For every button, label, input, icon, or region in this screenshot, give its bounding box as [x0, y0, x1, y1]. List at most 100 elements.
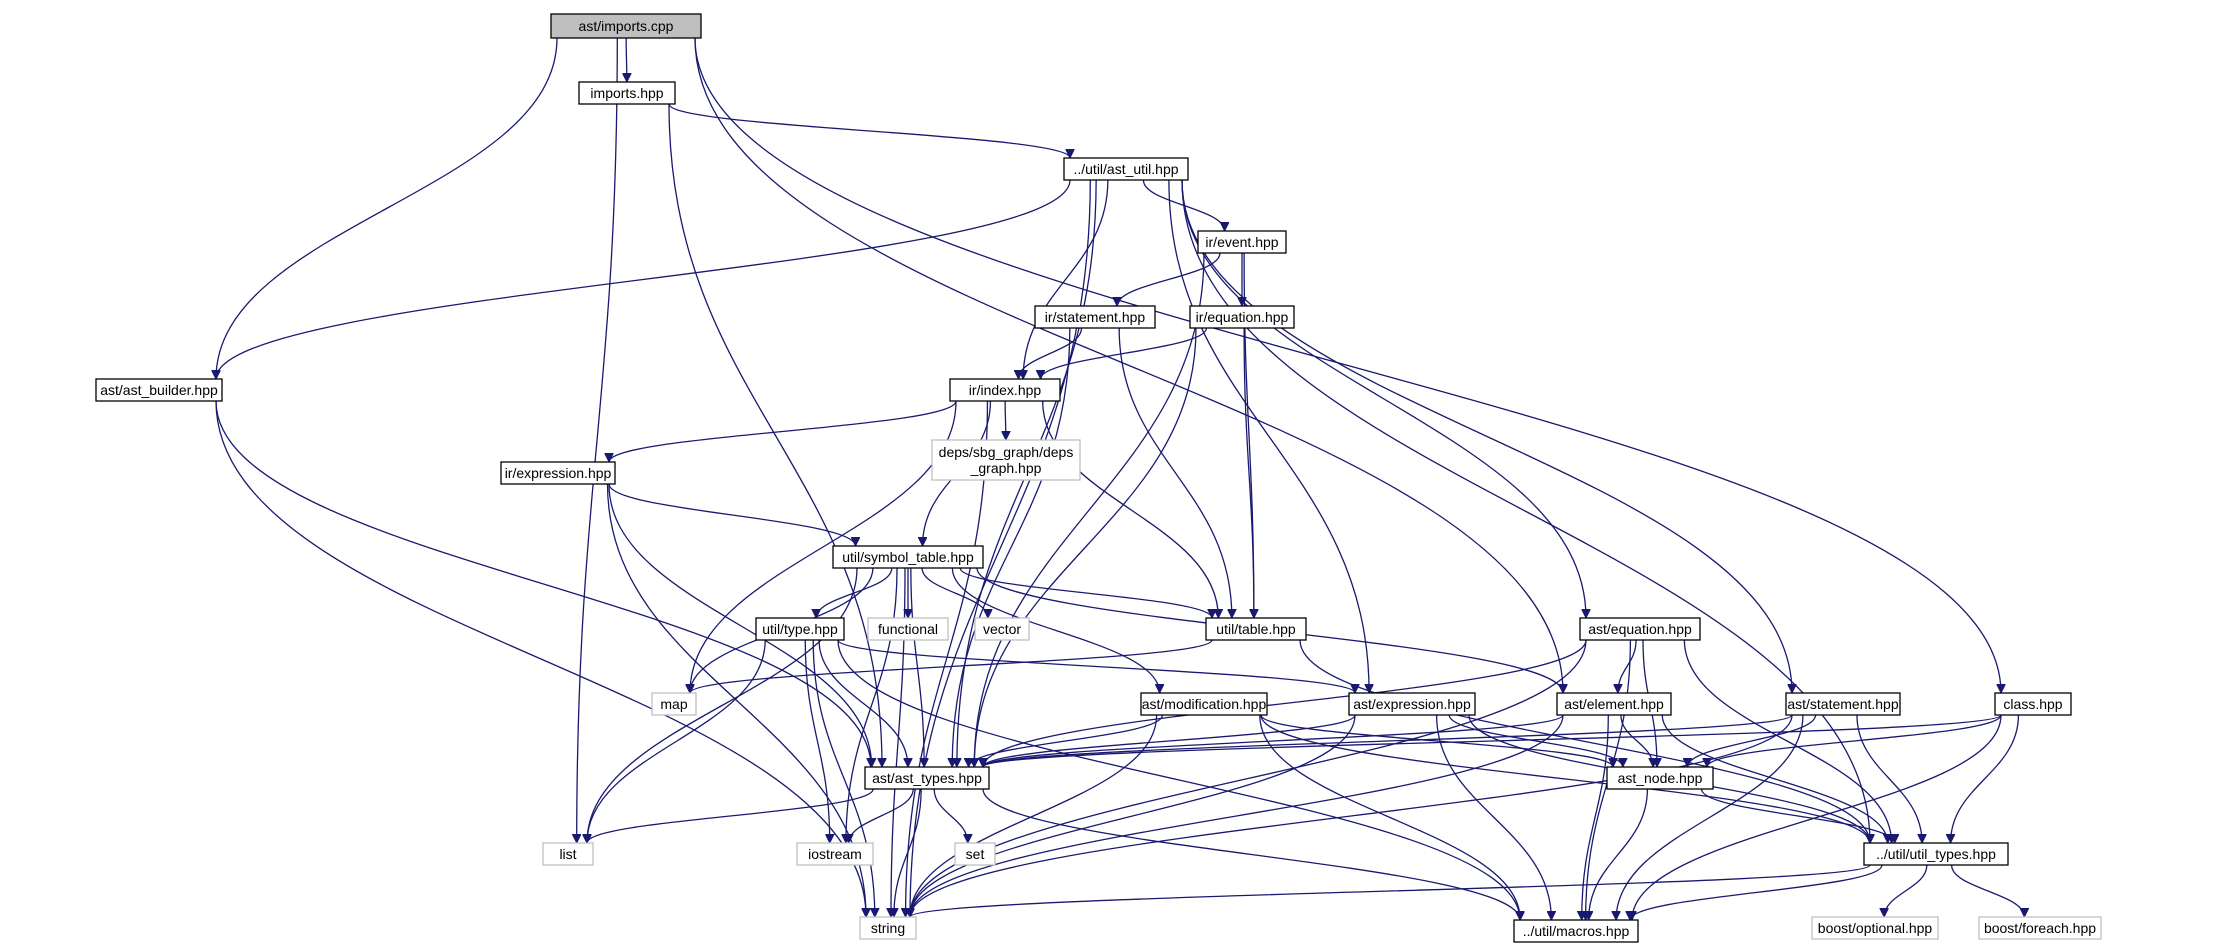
node-utiltable[interactable]: util/table.hpp	[1205, 617, 1307, 641]
edge-line	[982, 788, 1520, 921]
edge-imports-to-asttypes	[668, 103, 882, 767]
node-label: ir/expression.hpp	[505, 465, 612, 481]
edge-line	[1630, 864, 1883, 921]
edge-line	[969, 714, 1164, 768]
edge-line	[818, 639, 908, 767]
node-astutil[interactable]: ../util/ast_util.hpp	[1063, 157, 1189, 181]
node-utiltype[interactable]: util/type.hpp	[755, 617, 845, 641]
node-irequation[interactable]: ir/equation.hpp	[1189, 305, 1295, 329]
edge-index-to-utiltable	[1042, 400, 1219, 618]
node-label: ast/ast_builder.hpp	[100, 382, 218, 398]
node-astequation[interactable]: ast/equation.hpp	[1579, 617, 1701, 641]
node-astexpression[interactable]: ast/expression.hpp	[1348, 692, 1476, 716]
edge-utiltype-to-macros	[837, 639, 1520, 920]
node-box	[1140, 692, 1268, 716]
edge-index-to-string	[906, 400, 989, 917]
node-box	[1978, 916, 2102, 940]
edge-line	[587, 788, 874, 844]
edge-line	[608, 483, 872, 767]
edge-aststatement-to-macros	[1616, 714, 1804, 920]
edge-astutil-to-aststatement	[1181, 179, 1792, 693]
edge-irequation-to-index	[1041, 327, 1208, 380]
edge-line	[974, 327, 1197, 767]
node-box	[1205, 617, 1307, 641]
node-root[interactable]: ast/imports.cpp	[550, 13, 702, 39]
edge-line	[921, 567, 988, 619]
node-event[interactable]: ir/event.hpp	[1197, 230, 1287, 254]
edge-symtable-to-asttypes	[910, 567, 924, 767]
edge-line	[694, 37, 1563, 693]
edge-irstatement-to-utiltable	[1118, 327, 1232, 618]
edge-line	[1683, 639, 1891, 843]
edge-line	[694, 37, 2001, 693]
edge-classhpp-to-astnode	[1707, 714, 2002, 768]
edge-symtable-to-utiltype	[816, 567, 893, 619]
edge-astutil-to-astequation	[1181, 179, 1586, 618]
node-utiltypes[interactable]: ../util/util_types.hpp	[1863, 842, 2009, 866]
node-iostream: iostream	[796, 842, 874, 866]
edge-line	[215, 400, 866, 917]
node-irstatement[interactable]: ir/statement.hpp	[1034, 305, 1156, 329]
node-label: boost/optional.hpp	[1818, 920, 1933, 936]
edge-event-to-irstatement	[1117, 252, 1221, 307]
node-index[interactable]: ir/index.hpp	[949, 378, 1061, 402]
edge-line	[894, 788, 922, 917]
node-label: ast/modification.hpp	[1142, 696, 1267, 712]
node-astelement[interactable]: ast/element.hpp	[1556, 692, 1672, 716]
node-irexpression[interactable]: ir/expression.hpp	[500, 461, 616, 485]
edge-irstatement-to-asttypes	[952, 327, 1071, 767]
node-astbuilder[interactable]: ast/ast_builder.hpp	[95, 378, 223, 402]
edge-line	[1117, 252, 1221, 307]
edge-line	[933, 788, 968, 844]
node-box	[578, 81, 676, 105]
edge-line	[1632, 714, 2002, 920]
edge-astelement-to-asttypes	[983, 714, 1564, 768]
edge-irstatement-to-index	[1019, 327, 1083, 380]
node-symtable[interactable]: util/symbol_table.hpp	[832, 545, 984, 569]
node-box	[974, 617, 1030, 641]
edge-classhpp-to-asttypes	[983, 714, 2002, 768]
edge-astexpression-to-string	[910, 714, 1356, 917]
node-box	[1785, 692, 1901, 716]
edge-line	[626, 37, 627, 82]
edge-astelement-to-macros	[1582, 714, 1609, 920]
edge-utiltype-to-list	[587, 639, 766, 843]
node-macros[interactable]: ../util/macros.hpp	[1513, 919, 1639, 943]
node-asttypes[interactable]: ast/ast_types.hpp	[864, 766, 990, 790]
edge-root-to-classhpp	[694, 37, 2001, 693]
node-astmodification[interactable]: ast/modification.hpp	[1140, 692, 1268, 716]
node-label: string	[871, 920, 905, 936]
edge-line	[1620, 714, 1653, 768]
node-classhpp[interactable]: class.hpp	[1994, 692, 2072, 716]
node-functional: functional	[867, 617, 949, 641]
edge-astutil-to-astbuilder	[216, 179, 1071, 379]
node-label: vector	[983, 621, 1021, 637]
edge-line	[1168, 179, 1369, 693]
edge-line	[1260, 714, 1870, 844]
edge-astexpression-to-asttypes	[983, 714, 1356, 768]
edge-line	[1181, 179, 1870, 843]
edge-line	[812, 639, 875, 917]
node-aststatement[interactable]: ast/statement.hpp	[1785, 692, 1901, 716]
node-box	[949, 378, 1061, 402]
edge-line	[668, 103, 1070, 159]
edge-line	[1884, 864, 1928, 918]
edge-astbuilder-to-asttypes	[215, 400, 871, 767]
node-box	[1811, 916, 1939, 940]
edge-line	[910, 714, 1564, 917]
node-box	[755, 617, 845, 641]
edge-line	[910, 864, 1871, 918]
edge-line	[1582, 714, 1609, 920]
edge-irequation-to-asttypes	[974, 327, 1197, 767]
edge-asttypes-to-set	[933, 788, 968, 844]
node-label: functional	[878, 621, 938, 637]
node-box	[1556, 692, 1672, 716]
edge-line	[1243, 327, 1254, 618]
node-imports[interactable]: imports.hpp	[578, 81, 676, 105]
node-boostoptional: boost/optional.hpp	[1811, 916, 1939, 940]
node-astnode[interactable]: ast_node.hpp	[1606, 766, 1714, 790]
edge-line	[690, 639, 1213, 694]
edge-line	[577, 37, 618, 843]
node-label: deps/sbg_graph/deps_graph.hpp	[939, 444, 1074, 476]
edge-line	[1042, 400, 1219, 618]
